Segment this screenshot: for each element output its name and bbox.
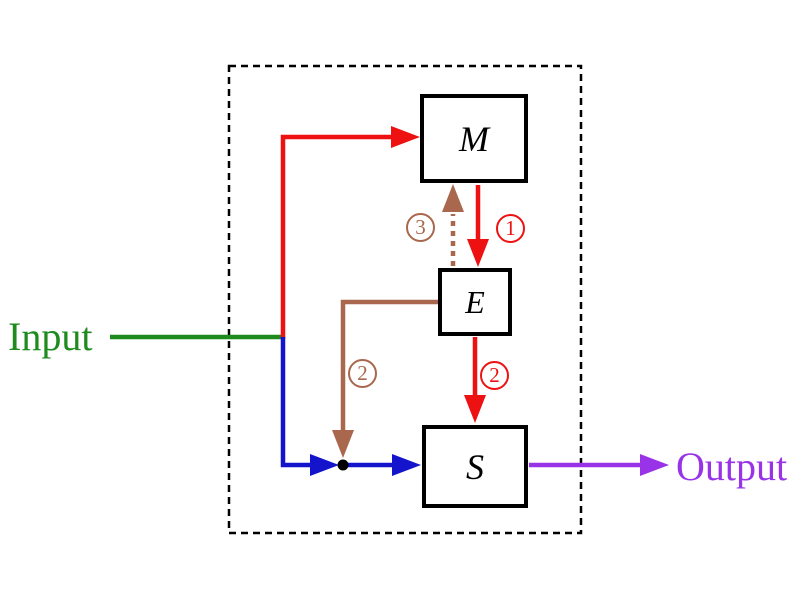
- box-e: E: [438, 268, 512, 336]
- step-label-3: 3: [406, 213, 435, 242]
- box-m: M: [420, 94, 528, 183]
- blue-path-input-to-junction: [280, 337, 312, 468]
- system-boundary: [227, 64, 583, 535]
- box-m-label: M: [459, 118, 489, 159]
- step-label-2-red: 2: [480, 361, 509, 390]
- box-e-label: E: [465, 284, 485, 320]
- box-s: S: [422, 425, 528, 508]
- output-arrowhead: [640, 454, 669, 476]
- red-arrowhead-into-e: [467, 239, 489, 267]
- blue-arrowhead-into-s: [392, 454, 421, 476]
- box-s-label: S: [466, 446, 484, 487]
- brown-path-e-to-junction: [340, 299, 438, 432]
- brown-arrowhead-into-junction: [332, 430, 354, 458]
- junction-dot: [337, 459, 349, 471]
- step-label-1: 1: [496, 214, 525, 243]
- input-label: Input: [8, 314, 93, 359]
- red-arrowhead-into-m: [391, 126, 420, 148]
- brown-arrowhead-into-m: [442, 184, 464, 212]
- red-arrowhead-into-s: [464, 395, 486, 423]
- blue-arrowhead-before-dot: [310, 454, 339, 476]
- output-label: Output: [676, 444, 788, 489]
- step-label-2-brown: 2: [348, 359, 377, 388]
- red-path-input-to-m: [280, 134, 392, 339]
